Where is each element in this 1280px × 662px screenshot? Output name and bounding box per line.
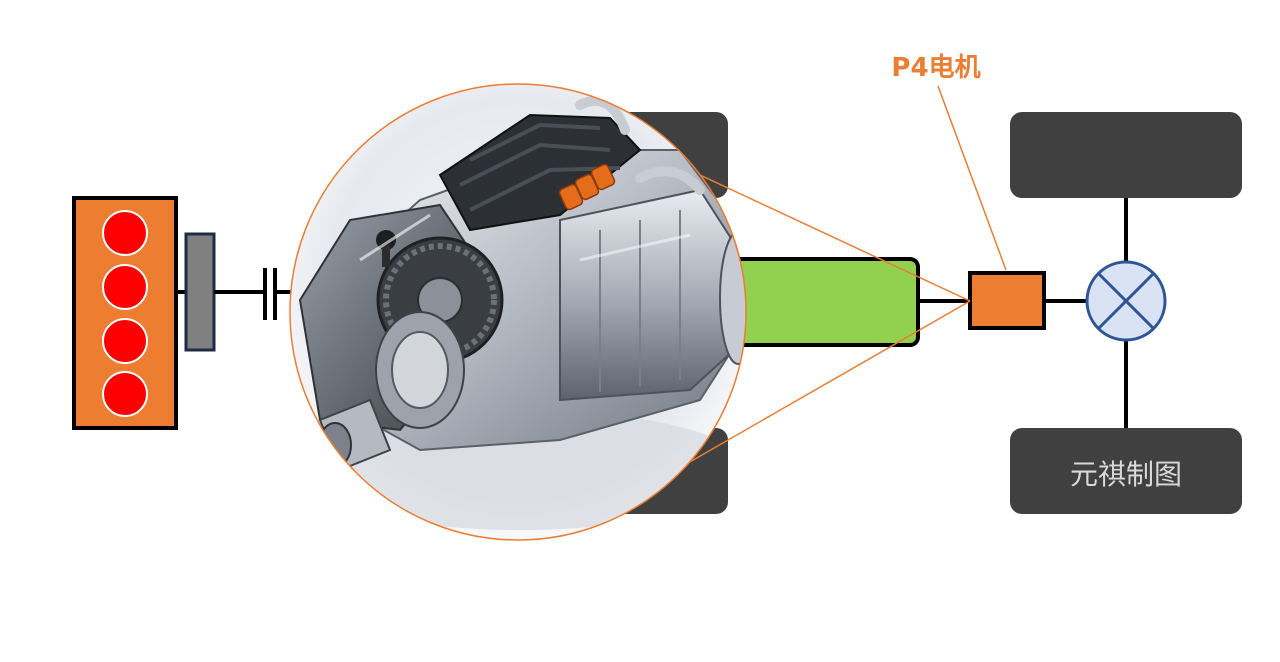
motor-label: P4电机 (891, 53, 980, 83)
watermark-text: 元祺制图 (1070, 458, 1182, 491)
engine-block-icon (72, 196, 178, 430)
motor-label-pointer (937, 85, 1007, 271)
differential-icon (1085, 260, 1167, 342)
clutch-icon (263, 268, 277, 320)
electric-drive-unit-icon (289, 83, 747, 541)
zoom-line-bottom (654, 300, 971, 483)
p4-motor (968, 271, 1046, 330)
flywheel (184, 232, 216, 352)
front-wheel-bottom (1010, 428, 1242, 514)
zoom-line-top (654, 153, 971, 302)
front-wheel-top (1010, 112, 1242, 198)
